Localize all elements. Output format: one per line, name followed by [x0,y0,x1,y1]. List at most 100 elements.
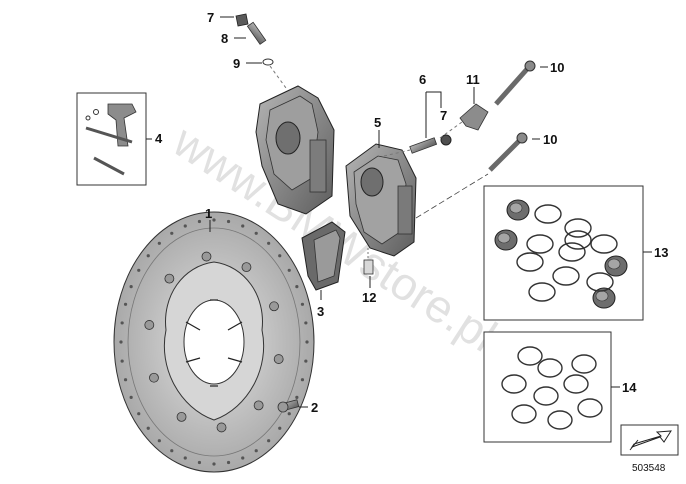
piston-face [497,232,511,244]
disc-hole [304,359,308,363]
disc-hole [295,395,299,399]
seal-ring [501,374,527,394]
disc-bolt [277,399,300,413]
disc-hole [146,254,150,258]
piston-face [509,202,523,214]
disc-hole [183,456,187,460]
mounting-bolt-upper [494,60,536,106]
retaining-clip [439,103,489,139]
disc-hole [304,321,308,325]
piston-face [595,290,609,302]
disc-rivet [241,262,252,273]
seal-ring [564,230,592,250]
disc-hole [300,302,305,306]
caliper-left [255,85,335,215]
bleeder-cap [235,13,249,27]
disc-rivet [149,372,159,383]
seal-ring [511,404,537,424]
disc-hole [267,241,271,245]
callout-2: 2 [311,400,318,415]
disc-hole [120,359,124,363]
caliper-right [345,143,417,257]
disc-hole [267,439,271,443]
callout-7b: 7 [440,108,447,123]
seal-ring [547,410,573,430]
seal-ring [586,272,614,292]
mounting-bolt-lower [488,132,528,172]
disc-hole [119,340,123,344]
disc-hole [278,254,282,258]
disc-hole [212,218,216,222]
seal-ring [526,234,554,254]
piston-kit-box [483,185,644,321]
seal-ring [516,252,544,272]
disc-rivet [273,354,284,364]
disc-hole [129,285,133,289]
seal-ring [537,358,563,378]
disc-hole [226,219,231,224]
callout-7a: 7 [207,10,214,25]
disc-rivet [253,400,264,411]
disc-hole [197,460,202,465]
seal-ring [534,204,562,224]
seal-kit-box [483,331,612,443]
seal-ring [552,266,580,286]
seal-ring [563,374,589,394]
seal-ring [571,354,597,374]
callout-13: 13 [654,245,668,260]
disc-hole [170,231,174,235]
disc-hole [129,395,133,399]
reference-number: 503548 [632,463,666,474]
seal-ring [533,386,559,406]
disc-hole [157,439,161,443]
callout-12: 12 [362,290,376,305]
callout-4: 4 [155,131,163,146]
disc-hole [241,224,245,228]
disc-rivet [164,273,175,284]
disc-hole [137,412,141,416]
piston-face [607,258,621,270]
callout-8: 8 [221,31,228,46]
callout-1: 1 [205,206,212,221]
seal-ring [528,282,556,302]
callout-10b: 10 [543,132,557,147]
guide-pin [363,248,374,275]
disc-hole [278,426,282,430]
disc-hole [197,219,202,224]
callout-6: 6 [419,72,426,87]
bleeder-valve [246,21,267,45]
disc-rivet [269,301,279,312]
seal-ring [558,242,586,262]
disc-hole [226,460,231,465]
disc-hole [241,456,245,460]
callout-5: 5 [374,115,381,130]
seal-ring [564,218,592,238]
disc-hole [146,426,150,430]
disc-hole [254,231,258,235]
disc-rivet [201,251,212,262]
brake-disc [113,211,315,473]
direction-reference-icon [620,424,679,456]
disc-hole [295,285,299,289]
callout-9: 9 [233,56,240,71]
pad-pin-kit [76,92,147,186]
disc-hole [287,412,291,416]
callout-14: 14 [622,380,637,395]
disc-hole [305,340,309,344]
brake-pad [301,221,346,291]
disc-hole [300,378,305,382]
disc-hole [123,378,128,382]
disc-hole [170,449,174,453]
callout-11: 11 [466,72,480,87]
seal-ring [590,234,618,254]
disc-hole [212,462,216,466]
disc-hole [287,268,291,272]
disc-hole [123,302,128,306]
bleeder-valve-right [383,134,452,157]
disc-rivet [144,320,155,330]
disc-hole [157,241,161,245]
disc-hole [254,449,258,453]
disc-hole [120,321,124,325]
disc-hole [137,268,141,272]
callout-3: 3 [317,304,324,319]
